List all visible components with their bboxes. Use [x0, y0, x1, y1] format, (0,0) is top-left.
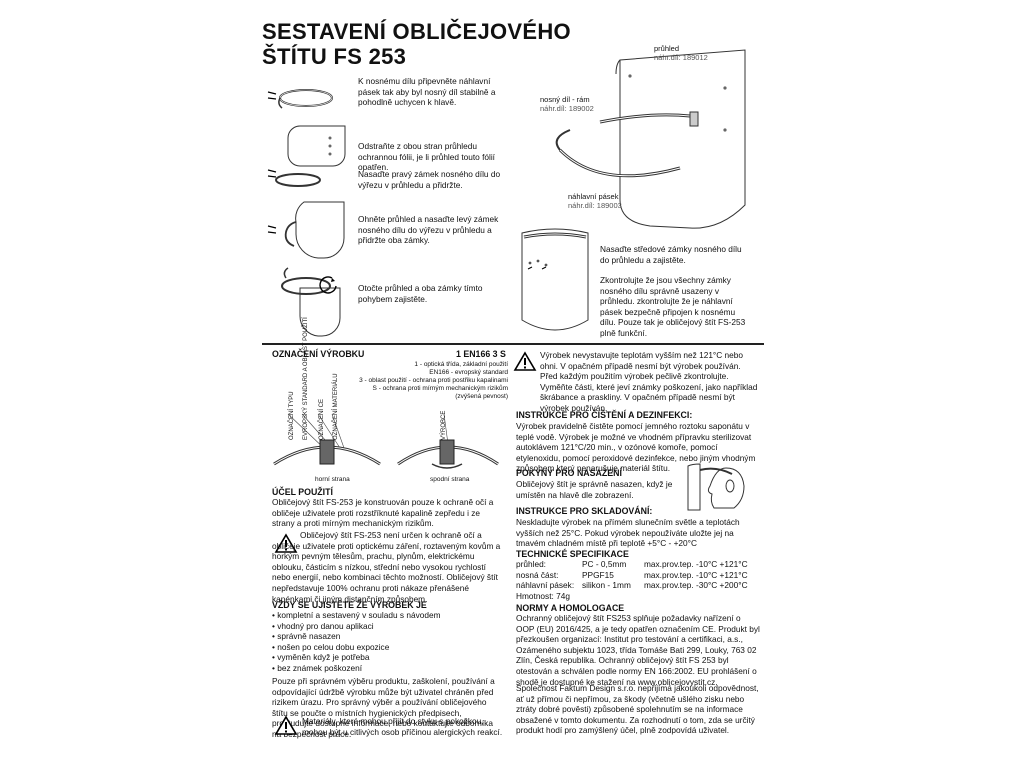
warning-icon — [274, 533, 298, 553]
use-paragraph: Obličejový štít FS-253 je konstruován po… — [272, 497, 494, 529]
list-item: kompletní a sestavený v souladu s návode… — [272, 610, 504, 621]
label-strap: náhlavní pásek — [568, 192, 619, 201]
norms-heading: NORMY A HOMOLOGACE — [516, 603, 625, 613]
check-list: kompletní a sestavený v souladu s návode… — [272, 610, 504, 674]
check-heading: VŽDY SE UJISTĚTE ŽE VÝROBEK JE — [272, 600, 427, 610]
cleaning-paragraph: Výrobek pravidelně čistěte pomocí jemnéh… — [516, 421, 756, 474]
check-warning: Materiály, které mohou přijít do styku s… — [302, 716, 503, 737]
list-item: bez známek poškození — [272, 663, 504, 674]
warning-icon — [513, 351, 537, 371]
section-divider — [262, 343, 764, 345]
final-step-1-text: Nasaďte středové zámky nosného dílu do p… — [600, 244, 742, 265]
temperature-warning: Výrobek nevystavujte teplotám vyšším než… — [540, 350, 758, 413]
use-heading: ÚČEL POUŽITÍ — [272, 487, 333, 497]
head-wearing-illustration — [687, 463, 745, 511]
norms-paragraph: Ochranný obličejový štít FS253 splňuje p… — [516, 613, 760, 687]
assembled-shield-illustration — [521, 228, 589, 331]
marking-code: 1 EN166 3 S — [456, 349, 506, 359]
step-3-text: Nasaďte pravý zámek nosného dílu do výře… — [358, 169, 501, 190]
marking-heading: OZNAČENÍ VÝROBKU — [272, 349, 365, 359]
label-top-side: horní strana — [315, 476, 350, 483]
step-5-text: Otočte průhled a oba zámky tímto pohybem… — [358, 283, 483, 304]
check-paragraph: Pouze při správném výběru produktu, zašk… — [272, 676, 495, 739]
step-4-text: Ohněte průhled a nasaďte levý zámek nosn… — [358, 214, 499, 246]
storage-heading: INSTRUKCE PRO SKLADOVÁNÍ: — [516, 506, 653, 516]
label-strap-partno: náhr.díl: 189003 — [568, 201, 622, 210]
exploded-view-illustration — [555, 49, 746, 229]
step-2-text: Odstraňte z obou stran průhledu ochranno… — [358, 141, 495, 173]
list-item: vyměněn když je potřeba — [272, 652, 504, 663]
use-warning: Obličejový štít FS-253 není určen k ochr… — [272, 530, 501, 604]
cleaning-heading: INSTRUKCE PRO ČIŠTĚNÍ A DEZINFEKCI: — [516, 410, 693, 420]
warning-icon — [274, 715, 298, 735]
spec-table: průhled: PC - 0,5mm max.prov.tep. -10°C … — [516, 559, 760, 601]
label-frame: nosný díl - rám — [540, 95, 590, 104]
wearing-paragraph: Obličejový štít je správně nasazen, když… — [516, 479, 673, 500]
list-item: vhodný pro danou aplikaci — [272, 621, 504, 632]
label-bottom-side: spodní strana — [430, 476, 470, 483]
step4-illustration — [281, 267, 341, 337]
table-row: náhlavní pásek: silikon - 1mm max.prov.t… — [516, 580, 748, 591]
final-step-2-text: Zkontrolujte že jsou všechny zámky nosné… — [600, 275, 746, 338]
marking-legend: 1 - optická třída, základní použití EN16… — [359, 361, 508, 400]
label-visor-partno: náhr.díl: 189012 — [654, 53, 708, 62]
disclaimer-paragraph: Společnost Faktum Design s.r.o. nepřijím… — [516, 683, 759, 736]
list-item: správně nasazen — [272, 631, 504, 642]
table-row: nosná část: PPGF15 max.prov.tep. -10°C +… — [516, 569, 748, 580]
storage-paragraph: Neskladujte výrobek na přímém slunečním … — [516, 517, 740, 549]
spec-heading: TECHNICKÉ SPECIFIKACE — [516, 549, 629, 559]
list-item: nošen po celou dobu expozice — [272, 642, 504, 653]
label-visor: průhled — [654, 44, 680, 53]
weight: Hmotnost: 74g — [516, 590, 570, 601]
page-title: SESTAVENÍ OBLIČEJOVÉHO ŠTÍTU FS 253 — [262, 19, 571, 69]
label-frame-partno: náhr.díl: 189002 — [540, 104, 594, 113]
wearing-heading: POKYNY PRO NASAZENÍ — [516, 468, 622, 478]
step3-illustration — [267, 201, 345, 259]
table-row: průhled: PC - 0,5mm max.prov.tep. -10°C … — [516, 559, 748, 569]
step2-illustration — [267, 125, 346, 187]
step-1-text: K nosnému dílu připevněte náhlavní pásek… — [358, 76, 496, 108]
step1-illustration — [267, 89, 333, 109]
marking-diagram — [273, 413, 499, 469]
